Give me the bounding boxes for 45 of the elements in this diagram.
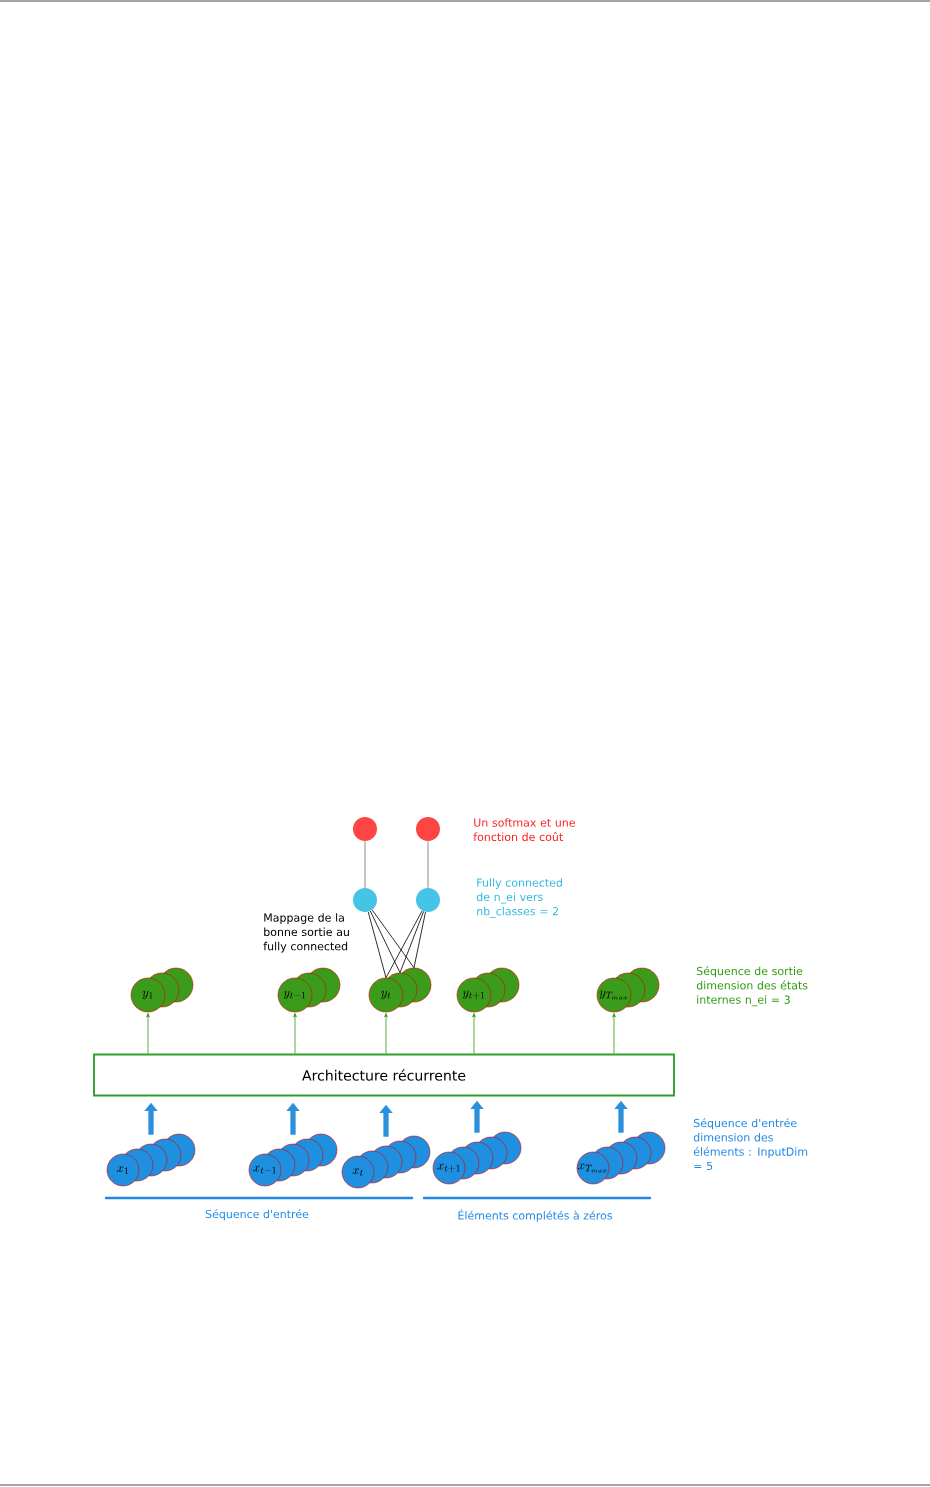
node-label: $y_{T_{max}}$	[599, 990, 628, 1000]
connection-line	[369, 910, 401, 974]
input-element-stack: $x_{t+1}$	[432, 1131, 522, 1185]
node-label: $y_1$	[142, 990, 153, 1000]
input-element-stack: $x_t$	[341, 1135, 431, 1189]
annotation-text: Séquence de sortie dimension des états internes n_ei = 3	[696, 966, 808, 1007]
node-label: $x_t$	[352, 1168, 363, 1176]
output-neuron	[353, 817, 377, 841]
output-state-stack: $y_{t-1}$	[277, 967, 341, 1013]
node-label: $y_t$	[381, 990, 391, 1000]
annotation-text: Séquence d'entrée	[205, 1209, 309, 1221]
node-label: $x_{t-1}$	[253, 1165, 276, 1174]
annotation-text: Un softmax et une fonction de coût	[473, 818, 575, 842]
dense-neuron	[353, 888, 377, 912]
output-arrow	[384, 1013, 388, 1054]
annotation-text: Fully connected de n_ei vers nb_classes = 2	[476, 878, 562, 918]
output-arrow	[472, 1013, 476, 1054]
architecture-box: Architecture récurrente	[93, 1053, 675, 1097]
output-arrow	[146, 1013, 150, 1054]
connection-line	[371, 909, 415, 969]
input-element-stack: $x_1$	[106, 1133, 196, 1187]
dense-neuron	[416, 888, 440, 912]
output-state-stack: $y_{T_{max}}$	[596, 967, 660, 1013]
output-arrow	[612, 1013, 616, 1054]
connection-line	[385, 910, 423, 979]
node-label: $x_{T_{max}}$	[578, 1163, 607, 1173]
node-label: $y_{t-1}$	[283, 990, 306, 999]
input-element-stack: $x_{t-1}$	[248, 1133, 338, 1187]
connection-line	[364, 840, 366, 889]
connection-line	[367, 911, 387, 979]
connection-line	[413, 911, 426, 969]
output-state-stack: $y_{t+1}$	[456, 967, 520, 1013]
node-label: $x_{t+1}$	[437, 1163, 460, 1173]
output-neuron	[416, 817, 440, 841]
output-state-stack: $y_t$	[368, 967, 432, 1013]
annotation-text: Mappage de la bonne sortie au fully connected	[263, 913, 349, 953]
node-label: $x_1$	[116, 1166, 129, 1174]
output-state-stack: $y_1$	[130, 967, 194, 1013]
connection-line	[427, 840, 429, 889]
annotation-text: Séquence d'entrée dimension des éléments : InputDim = 5	[693, 1118, 808, 1171]
node-label: $y_{t+1}$	[462, 990, 485, 1000]
input-element-stack: $x_{T_{max}}$	[576, 1131, 666, 1185]
output-arrow	[293, 1013, 297, 1054]
annotation-text: Éléments complétés à zéros	[458, 1209, 612, 1222]
connection-line	[399, 911, 424, 974]
